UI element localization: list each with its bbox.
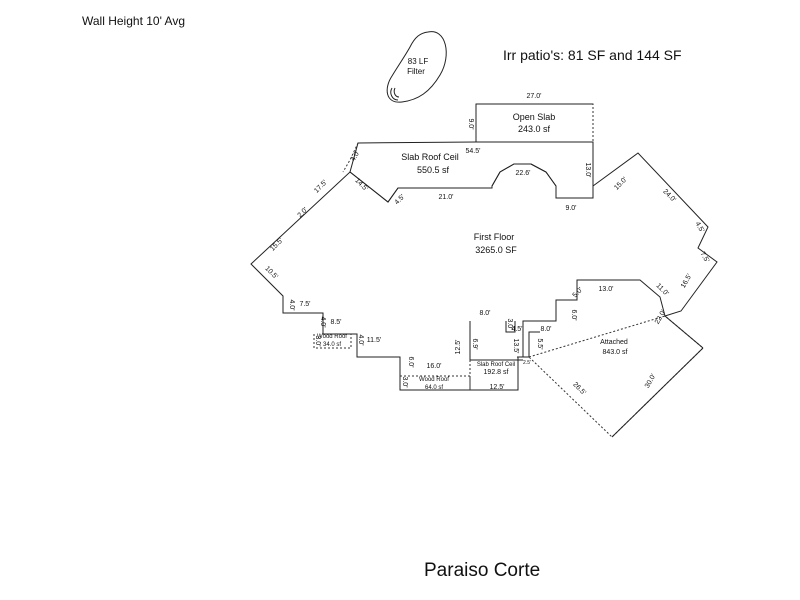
- attached-top-edge: [664, 315, 704, 349]
- wood-roof-large-area: 64.0 sf: [425, 385, 443, 391]
- dim-label: 21.0': [439, 194, 454, 201]
- dim-label: 22.6': [516, 170, 531, 177]
- dim-label: 12.5': [490, 384, 505, 391]
- slab-roof-small-area: 192.8 sf: [484, 369, 509, 376]
- dim-label: 54.5': [466, 148, 481, 155]
- dim-label: 4.5': [511, 326, 522, 333]
- dim-label: 8.0': [540, 326, 551, 333]
- slab-roof-small-name: Slab Roof Ceil: [477, 362, 515, 368]
- dim-label: 11.0': [654, 282, 669, 297]
- dim-label: 6.9': [471, 338, 478, 349]
- first-floor-name: First Floor: [474, 232, 515, 242]
- wall-height-note: Wall Height 10' Avg: [82, 14, 186, 28]
- dim-label: 7.5': [698, 251, 710, 264]
- dim-label: 30.0': [644, 373, 658, 389]
- open-slab-name: Open Slab: [513, 112, 556, 122]
- dim-label: 26.5': [571, 381, 587, 397]
- dim-label: 12.5': [455, 340, 462, 355]
- pool-step: [390, 87, 400, 101]
- attached-right-edge: [611, 347, 704, 438]
- dim-label: 2.0': [297, 207, 310, 220]
- dim-label: 9.0': [565, 205, 576, 212]
- pool-length: 83 LF: [408, 57, 429, 66]
- main-body-outline: [250, 152, 718, 391]
- dim-label: 16.5': [680, 273, 694, 289]
- dim-label: 22.0': [654, 309, 668, 325]
- slab-roof-dashed-edge: [342, 142, 359, 173]
- step-notch: [505, 321, 516, 333]
- dim-label: 4.0': [350, 150, 362, 163]
- dim-label: 13.0': [584, 163, 591, 178]
- dim-label: 17.5': [313, 179, 329, 195]
- dim-label: 5.0': [572, 287, 585, 300]
- dim-label: 3.0': [314, 335, 321, 346]
- irr-patios-note: Irr patio's: 81 SF and 144 SF: [503, 47, 682, 63]
- dim-label: 8.5': [330, 319, 341, 326]
- dim-label: 15.5': [269, 237, 285, 253]
- dim-label: 4.5': [693, 221, 705, 234]
- attached-area: 843.0 sf: [603, 349, 628, 356]
- wood-roof-small-outline: [313, 334, 352, 349]
- dim-label: 13.5': [512, 339, 519, 354]
- first-floor-area: 3265.0 SF: [475, 245, 517, 255]
- dim-label: 11.5': [367, 337, 381, 344]
- dim-label: 7.5': [299, 301, 310, 308]
- pool-filter: Filter: [407, 67, 425, 76]
- wood-roof-small-area: 34.0 sf: [323, 342, 341, 348]
- dim-label: 15.0': [613, 176, 629, 192]
- dim-label: 27.0': [527, 93, 542, 100]
- dim-label: 4.0': [319, 316, 326, 327]
- dim-label: 16.0': [427, 363, 442, 370]
- dim-label: 9.0': [467, 118, 474, 129]
- dim-label: 6.0': [407, 356, 414, 367]
- dim-label: 8.0': [479, 310, 490, 317]
- dim-label: 6.0': [570, 309, 577, 320]
- wood-roof-small-name: Wood Roof: [317, 334, 347, 340]
- dim-label: 4.0': [288, 299, 295, 310]
- dim-label: 4.5': [394, 194, 407, 207]
- property-title: Paraiso Corte: [424, 560, 541, 581]
- dim-label: 3.0': [506, 318, 513, 329]
- dim-label: 2.5': [523, 360, 531, 366]
- dim-label: 14.5': [353, 177, 369, 193]
- dim-label: 13.0': [599, 286, 614, 293]
- wood-roof-large-name: Wood Roof: [419, 377, 449, 383]
- attached-outline: [528, 315, 704, 438]
- dim-label: 3.0': [401, 376, 408, 387]
- step-notch-2: [517, 331, 540, 358]
- dim-label: 5.5': [536, 338, 543, 349]
- attached-name: Attached: [600, 339, 628, 346]
- slab-roof-area: 550.5 sf: [417, 165, 450, 175]
- slab-roof-name: Slab Roof Ceil: [401, 152, 459, 162]
- open-slab-outline: [475, 103, 594, 143]
- dim-label: 24.0': [661, 188, 677, 204]
- dim-label: 4.0': [357, 334, 364, 345]
- pool-outline: [386, 31, 447, 103]
- open-slab-area: 243.0 sf: [518, 124, 551, 134]
